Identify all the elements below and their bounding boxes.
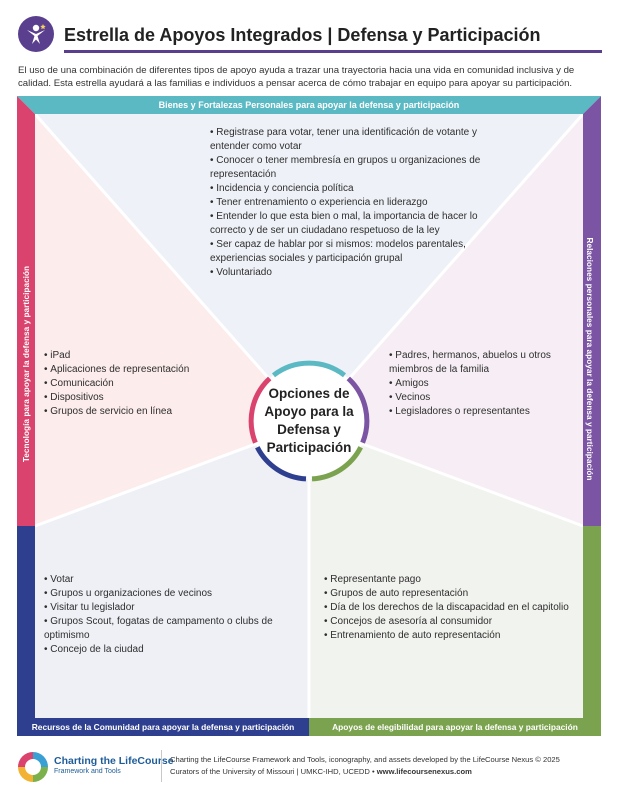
intro-paragraph: El uso de una combinación de diferentes …: [18, 65, 575, 89]
list-item: Grupos de servicio en línea: [44, 405, 244, 419]
integrated-supports-star: Bienes y Fortalezas Personales para apoy…: [17, 96, 601, 736]
list-item: Entrenamiento de auto representación: [324, 629, 589, 643]
list-item: Legisladores o representantes: [389, 405, 579, 419]
center-title: Opciones de Apoyo para la Defensa y Part…: [264, 386, 354, 455]
footer-divider: [161, 750, 162, 782]
list-item: Grupos u organizaciones de vecinos: [44, 587, 284, 601]
list-item: Amigos: [389, 377, 579, 391]
list-item: Concejo de la ciudad: [44, 643, 284, 657]
personal-strengths-list: Registrase para votar, tener una identif…: [210, 126, 510, 280]
eligibility-supports-list: Representante pago Grupos de auto repres…: [324, 573, 589, 643]
credit-line: Charting the LifeCourse Framework and To…: [170, 755, 560, 764]
right-section-label: Relaciones personales para apoyar la def…: [585, 237, 595, 481]
right-wedge: [309, 114, 583, 526]
list-item: Vecinos: [389, 391, 579, 405]
website-link[interactable]: www.lifecoursenexus.com: [376, 767, 472, 776]
bottom-right-section-label: Apoyos de elegibilidad para apoyar la de…: [332, 722, 578, 732]
top-section-label: Bienes y Fortalezas Personales para apoy…: [158, 100, 460, 110]
left-border: [17, 96, 35, 526]
list-item: Visitar tu legislador: [44, 601, 284, 615]
credit-line-text: Curators of the University of Missouri |…: [170, 767, 377, 776]
technology-list: iPad Aplicaciones de representación Comu…: [44, 349, 244, 419]
list-item: Aplicaciones de representación: [44, 363, 244, 377]
list-item: Votar: [44, 573, 284, 587]
list-item: Grupos Scout, fogatas de campamento o cl…: [44, 615, 284, 643]
list-item: Entender lo que esta bien o mal, la impo…: [210, 210, 510, 238]
list-item: Día de los derechos de la discapacidad e…: [324, 601, 589, 615]
title-underline: [64, 50, 602, 53]
lifecourse-logo-icon: [18, 752, 48, 782]
left-section-label: Tecnología para apoyar la defensa y part…: [21, 265, 31, 463]
list-item: Representante pago: [324, 573, 589, 587]
brand-name: Charting the LifeCourse: [54, 755, 174, 767]
list-item: Tener entrenamiento o experiencia en lid…: [210, 196, 510, 210]
list-item: Grupos de auto representación: [324, 587, 589, 601]
brand-subtitle: Framework and Tools: [54, 768, 121, 775]
list-item: Concejos de asesoría al consumidor: [324, 615, 589, 629]
list-item: Conocer o tener membresía en grupos u or…: [210, 154, 510, 182]
page-title: Estrella de Apoyos Integrados | Defensa …: [64, 25, 541, 45]
community-resources-list: Votar Grupos u organizaciones de vecinos…: [44, 573, 284, 657]
star-center: Opciones de Apoyo para la Defensa y Part…: [245, 354, 373, 488]
list-item: Incidencia y conciencia política: [210, 182, 510, 196]
bottom-right-wedge: [309, 424, 583, 718]
list-item: Voluntariado: [210, 266, 510, 280]
center-circle: [251, 363, 367, 479]
list-item: Ser capaz de hablar por si mismos: model…: [210, 238, 510, 266]
right-border: [583, 96, 601, 526]
person-star-icon: [18, 16, 54, 52]
list-item: iPad: [44, 349, 244, 363]
list-item: Padres, hermanos, abuelos u otros miembr…: [389, 349, 579, 377]
top-border: [17, 96, 601, 114]
relationships-list: Padres, hermanos, abuelos u otros miembr…: [389, 349, 579, 419]
page-header: Estrella de Apoyos Integrados | Defensa …: [14, 14, 604, 56]
list-item: Dispositivos: [44, 391, 244, 405]
credit-line-2: Curators of the University of Missouri |…: [170, 766, 600, 778]
footer-credits: Charting the LifeCourse Framework and To…: [170, 754, 600, 778]
bottom-left-section-label: Recursos de la Comunidad para apoyar la …: [31, 722, 295, 732]
list-item: Comunicación: [44, 377, 244, 391]
page-footer: Charting the LifeCourse Framework and To…: [14, 746, 602, 786]
list-item: Registrase para votar, tener una identif…: [210, 126, 510, 154]
